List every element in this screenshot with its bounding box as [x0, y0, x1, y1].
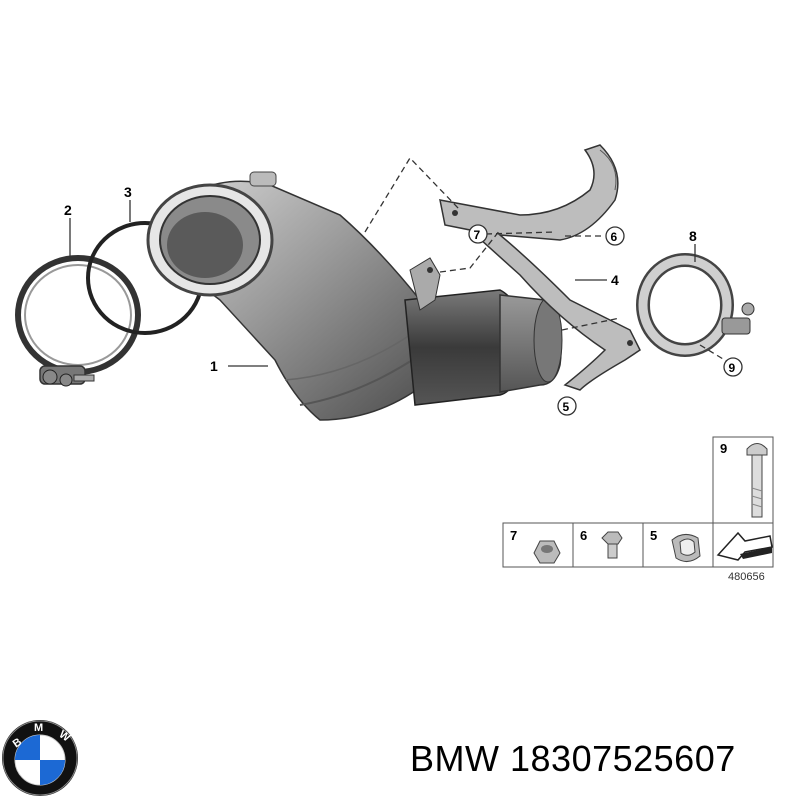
band-clamp	[636, 253, 755, 357]
callout-1: 1	[210, 358, 218, 374]
part-caption: BMW 18307525607	[410, 738, 736, 780]
reference-number: 480656	[728, 571, 765, 583]
legend-number-6: 6	[580, 528, 587, 543]
support-bracket	[439, 144, 641, 391]
callouts: 2 3 1 4 8 7 6 5 9	[64, 184, 743, 416]
brand-name: BMW	[410, 738, 500, 779]
catalytic-converter	[146, 171, 563, 421]
hex-nut-icon	[533, 540, 561, 564]
callout-7: 7	[474, 228, 481, 242]
callout-9-circle	[723, 357, 743, 377]
dashed-guide-mid	[439, 229, 501, 273]
legend-number-7: 7	[510, 528, 517, 543]
clip-icon	[671, 534, 701, 562]
dashed-guide-top	[364, 156, 461, 233]
dashed-guide-7	[485, 231, 556, 235]
callout-8: 8	[689, 228, 697, 244]
callout-9: 9	[729, 361, 736, 375]
bmw-logo: B M W	[2, 720, 78, 796]
svg-text:M: M	[34, 722, 43, 734]
callout-3: 3	[124, 184, 132, 200]
parts-legend-table: 9 7 6 5	[502, 436, 774, 568]
vband-clamp	[15, 255, 141, 387]
callout-6-circle	[605, 226, 625, 246]
bolt-long-icon	[746, 443, 768, 518]
callout-4: 4	[611, 272, 619, 288]
callout-5: 5	[563, 400, 570, 414]
part-number: 18307525607	[510, 738, 736, 779]
callout-2: 2	[64, 202, 72, 218]
callout-7-circle	[468, 224, 488, 244]
callout-6: 6	[611, 230, 618, 244]
leader-lines	[69, 156, 729, 367]
legend-number-9: 9	[720, 441, 727, 456]
hex-bolt-icon	[601, 531, 623, 559]
callout-5-circle	[557, 396, 577, 416]
legend-number-5: 5	[650, 528, 657, 543]
direction-arrow-icon	[716, 531, 773, 561]
dashed-guide-9	[699, 344, 729, 363]
